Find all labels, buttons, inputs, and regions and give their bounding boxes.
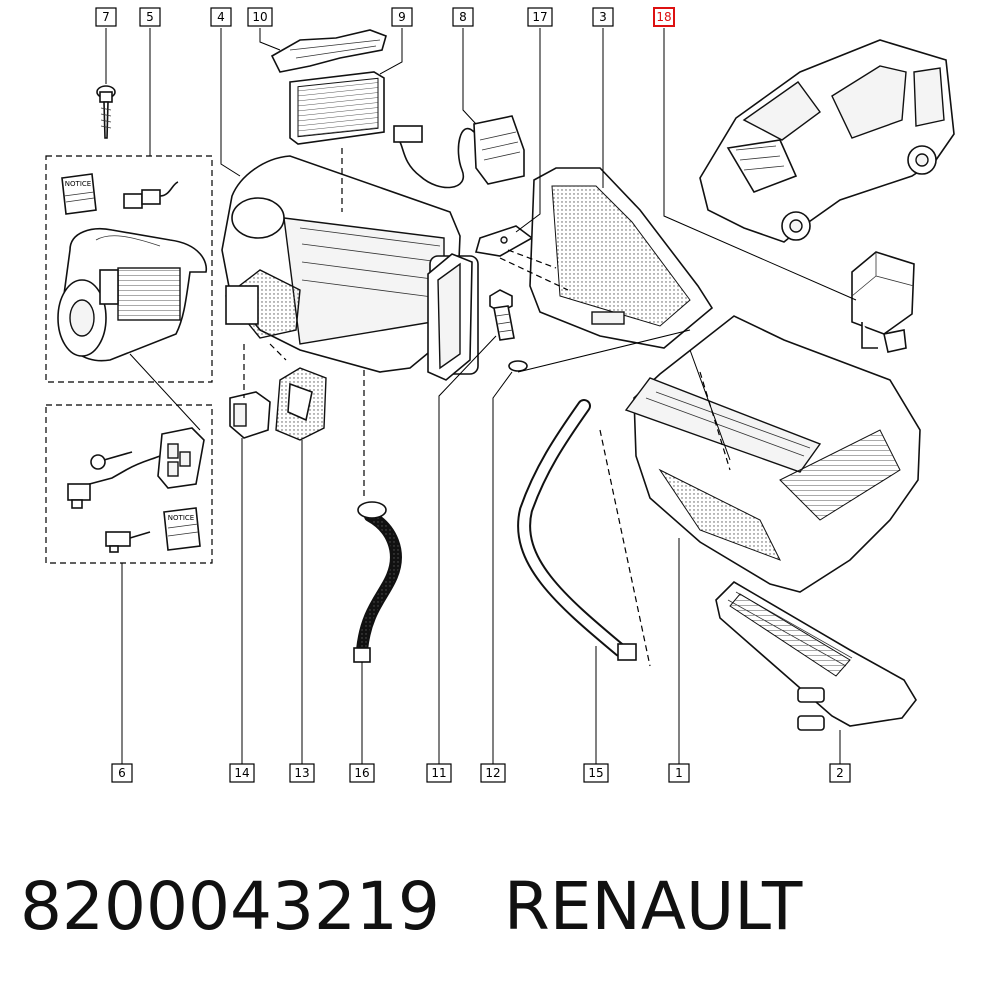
cover-strip-part-10 — [270, 29, 387, 73]
callout-5: 5 — [139, 7, 161, 27]
callout-7: 7 — [95, 7, 117, 27]
kit-box-6 — [45, 404, 213, 564]
duct-cover-part-3 — [529, 167, 714, 349]
callout-12: 12 — [480, 763, 506, 783]
callout-4: 4 — [210, 7, 232, 27]
foam-pad-part-13 — [275, 367, 327, 441]
svg-text:NOTICE: NOTICE — [65, 180, 91, 188]
svg-text:6: 6 — [118, 766, 126, 780]
drain-tube-part-16 — [353, 501, 402, 663]
part-number: 8200043219 — [20, 868, 440, 945]
svg-text:3: 3 — [599, 10, 607, 24]
callout-16: 16 — [349, 763, 375, 783]
screw-part-7 — [96, 85, 116, 139]
callout-17: 17 — [527, 7, 553, 27]
drain-hose-part-15 — [517, 399, 637, 661]
callout-3: 3 — [592, 7, 614, 27]
notice-booklet-part: NOTICE — [61, 173, 97, 215]
svg-text:16: 16 — [354, 766, 369, 780]
svg-text:15: 15 — [588, 766, 603, 780]
svg-text:8: 8 — [459, 10, 467, 24]
callout-14: 14 — [229, 763, 255, 783]
heater-core-part-2 — [715, 580, 917, 731]
callout-13: 13 — [289, 763, 315, 783]
callout-18-highlighted: 18 — [653, 7, 675, 27]
callout-10: 10 — [247, 7, 273, 27]
svg-text:5: 5 — [146, 10, 154, 24]
callout-15: 15 — [583, 763, 609, 783]
svg-text:18: 18 — [656, 10, 671, 24]
svg-text:10: 10 — [252, 10, 267, 24]
cabin-filter-part-9 — [289, 71, 385, 145]
svg-text:13: 13 — [294, 766, 309, 780]
vehicle-illustration — [699, 39, 955, 243]
svg-text:11: 11 — [431, 766, 446, 780]
small-connector-part-box6 — [105, 531, 151, 553]
sensor-part-8 — [393, 115, 525, 189]
svg-text:NOTICE: NOTICE — [168, 514, 194, 522]
kit-box-5 — [45, 155, 213, 383]
svg-text:14: 14 — [234, 766, 249, 780]
svg-text:9: 9 — [398, 10, 406, 24]
notice-booklet-box6: NOTICE — [163, 507, 201, 551]
callout-8: 8 — [452, 7, 474, 27]
bolt-part-12 — [489, 289, 528, 372]
actuator-part-14 — [229, 391, 271, 439]
seal-part-11 — [427, 253, 473, 381]
svg-text:12: 12 — [485, 766, 500, 780]
connector-part-box5 — [123, 181, 179, 209]
callout-11: 11 — [426, 763, 452, 783]
blower-motor-part-5 — [57, 228, 208, 362]
harness-part-box6 — [67, 451, 161, 509]
svg-text:2: 2 — [836, 766, 844, 780]
caption: 8200043219 RENAULT — [20, 862, 980, 952]
svg-text:17: 17 — [532, 10, 547, 24]
hvac-case-part-1 — [624, 315, 921, 593]
brand-name: RENAULT — [503, 868, 803, 945]
bracket-part-17 — [474, 225, 534, 257]
exploded-parts-diagram: NOTICE NOTICE — [45, 7, 955, 783]
callout-2: 2 — [829, 763, 851, 783]
svg-text:4: 4 — [217, 10, 225, 24]
callout-1: 1 — [668, 763, 690, 783]
relay-part-18 — [851, 251, 915, 353]
resistor-module-part-box6 — [157, 427, 205, 489]
svg-text:1: 1 — [675, 766, 683, 780]
callout-6: 6 — [111, 763, 133, 783]
svg-text:7: 7 — [102, 10, 110, 24]
callout-9: 9 — [391, 7, 413, 27]
